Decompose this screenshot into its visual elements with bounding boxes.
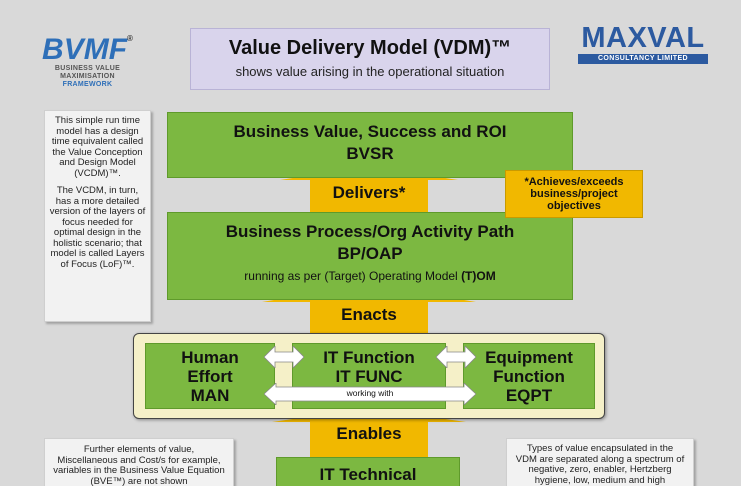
human-effort-block: Human Effort MAN [145, 343, 275, 409]
bvsr-block: Business Value, Success and ROI BVSR [167, 112, 573, 178]
double-arrow-top-left [264, 346, 304, 368]
man-line1: Human [181, 348, 239, 367]
it-line1: IT Function [323, 348, 415, 367]
working-with-label: working with [346, 388, 394, 398]
double-arrow-top-right [436, 346, 476, 368]
delivers-arrow-shaft [310, 178, 428, 212]
double-arrow-working-with [264, 383, 476, 405]
bpoap-operating-model: running as per (Target) Operating Model … [168, 269, 572, 283]
eqpt-line3: EQPT [505, 386, 553, 405]
man-line3: MAN [190, 386, 230, 405]
note-value-types: Types of value encapsulated in the VDM a… [506, 438, 694, 486]
bvsr-title: Business Value, Success and ROI [233, 122, 507, 141]
achieves-callout: *Achieves/exceeds business/project objec… [505, 170, 643, 218]
maxval-logo-mark: MAXVAL [581, 22, 705, 54]
eqpt-line2: Function [493, 367, 565, 386]
note-design-time-p1: This simple run time model has a design … [51, 115, 144, 179]
title-box: Value Delivery Model (VDM)™ shows value … [190, 28, 550, 90]
note-design-time-p2: The VCDM, in turn, has a more detailed v… [49, 185, 146, 270]
bvsr-acronym: BVSR [346, 144, 394, 163]
page-subtitle: shows value arising in the operational s… [235, 64, 505, 79]
it-technical-title: IT Technical [319, 465, 417, 484]
bvmf-logo-mark: BVMF [42, 33, 128, 66]
maxval-logo-sub: CONSULTANCY LIMITED [578, 54, 708, 64]
eqpt-line1: Equipment [485, 348, 573, 367]
bpoap-acronym: BP/OAP [337, 244, 403, 263]
bpoap-title: Business Process/Org Activity Path [225, 222, 515, 241]
bpoap-operating-model-acronym: (T)OM [461, 269, 496, 283]
achieves-line3: objectives [547, 200, 601, 212]
enables-label: Enables [336, 424, 402, 443]
achieves-line2: business/project [530, 188, 618, 200]
bpoap-block: Business Process/Org Activity Path BP/OA… [167, 212, 573, 300]
bpoap-operating-model-text: running as per (Target) Operating Model [244, 269, 462, 283]
it-technical-block: IT Technical [276, 457, 460, 486]
bvmf-logo-line2: MAXIMISATION [60, 73, 115, 80]
achieves-line1: *Achieves/exceeds [524, 176, 624, 188]
bvmf-logo: BVMF® BUSINESS VALUE MAXIMISATION FRAMEW… [40, 24, 135, 89]
maxval-logo: MAXVAL CONSULTANCY LIMITED [578, 24, 708, 64]
bvmf-logo-line1: BUSINESS VALUE [54, 65, 121, 72]
equipment-function-block: Equipment Function EQPT [463, 343, 595, 409]
enables-arrow-shaft [310, 419, 428, 457]
note-design-time: This simple run time model has a design … [44, 110, 151, 322]
bvmf-reg-mark: ® [127, 34, 133, 43]
bvmf-logo-line3: FRAMEWORK [62, 81, 113, 88]
delivers-label: Delivers* [332, 183, 406, 202]
page-title: Value Delivery Model (VDM)™ [228, 37, 512, 59]
note-further-elements: Further elements of value, Miscellaneous… [44, 438, 234, 486]
it-line2: IT FUNC [335, 367, 403, 386]
enacts-arrow-shaft [310, 300, 428, 334]
enacts-label: Enacts [341, 305, 397, 324]
man-line2: Effort [187, 367, 233, 386]
